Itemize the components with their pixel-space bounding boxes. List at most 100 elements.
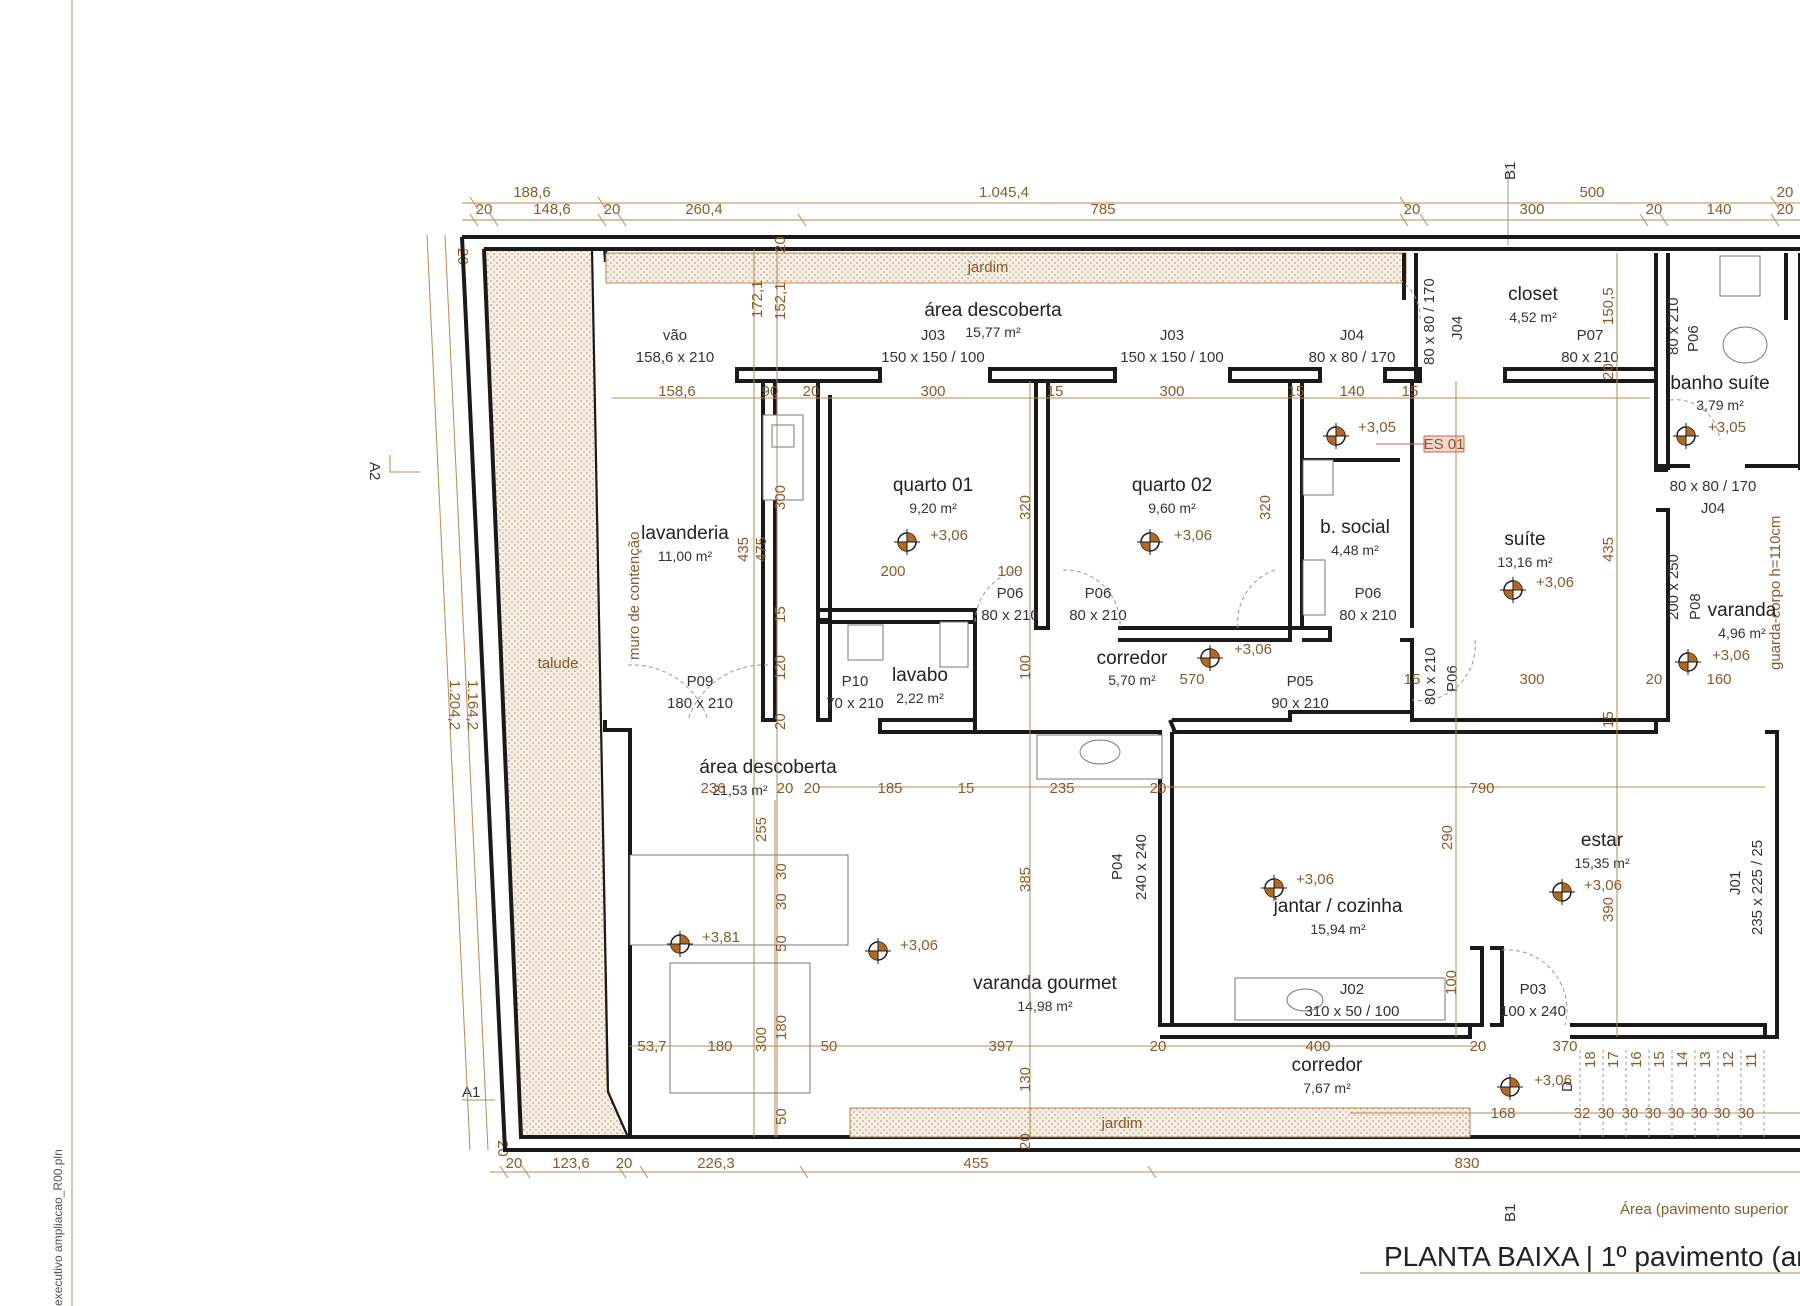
dim-inner-bo: 30 xyxy=(1668,1105,1685,1122)
dim-top2-9: 140 xyxy=(1706,201,1731,218)
dim-inner-n: 20 xyxy=(1600,363,1617,380)
dim-inner-o: 300 xyxy=(772,485,789,510)
dim-bottom-1: 20 xyxy=(506,1155,523,1172)
dim-inner-am: 20 xyxy=(1150,780,1167,797)
dim-inner-f: 300 xyxy=(1159,383,1184,400)
level-suite: +3,06 xyxy=(1536,574,1574,591)
room-banho-suite-area: 3,79 m² xyxy=(1696,397,1744,413)
muro-label: muro de contenção xyxy=(626,532,643,660)
room-area-descoberta-top: área descoberta xyxy=(924,300,1062,321)
dim-inner-k: 152,1 xyxy=(772,282,789,320)
gourmet-table xyxy=(669,962,811,1094)
level-jantar: +3,06 xyxy=(1296,871,1334,888)
dim-inner-ak: 15 xyxy=(958,780,975,797)
dim-left-3: 1.204,2 xyxy=(446,680,463,730)
level-banho: +3,05 xyxy=(1708,419,1746,436)
dim-inner-q: 475 xyxy=(753,537,770,562)
opening-j01-code: J01 xyxy=(1727,871,1744,895)
level-marker-suite xyxy=(1499,576,1527,604)
vao-size: 158,6 x 210 xyxy=(636,349,714,366)
island-sink xyxy=(1286,988,1324,1012)
opening-p05-code: P05 xyxy=(1287,673,1314,690)
dim-inner-bg: 400 xyxy=(1305,1038,1330,1055)
lavabo-toilet xyxy=(939,621,969,668)
stair-16: 16 xyxy=(1628,1051,1645,1068)
level-gourmet-a: +3,81 xyxy=(702,929,740,946)
room-corredor-bottom-area: 7,67 m² xyxy=(1303,1080,1351,1096)
dim-inner-y: 100 xyxy=(997,563,1022,580)
dim-inner-ab: 300 xyxy=(1519,671,1544,688)
dim-inner-ba: 20 xyxy=(1017,1133,1034,1150)
opening-p09-size: 180 x 210 xyxy=(667,695,733,712)
talude-label: talude xyxy=(538,655,579,672)
opening-p06-suite-code: P06 xyxy=(1444,665,1461,692)
opening-p07-code: P07 xyxy=(1577,327,1604,344)
dim-inner-al: 235 xyxy=(1049,780,1074,797)
dim-inner-t: 435 xyxy=(1600,537,1617,562)
stair-d-mark: D xyxy=(1559,1081,1576,1092)
dim-inner-z: 570 xyxy=(1179,671,1204,688)
room-corredor-top: corredor xyxy=(1097,648,1168,669)
file-name: executivo ampliacao_R00.pln xyxy=(51,1149,65,1306)
dim-inner-af: 15 xyxy=(1600,711,1617,728)
dim-inner-br: 30 xyxy=(1738,1105,1755,1122)
stair-11: 11 xyxy=(1743,1052,1760,1068)
dim-inner-u: 15 xyxy=(772,606,789,623)
room-estar-area: 15,35 m² xyxy=(1574,855,1630,871)
opening-j02-code: J02 xyxy=(1340,981,1364,998)
opening-p08-size: 200 x 250 xyxy=(1665,554,1682,620)
room-closet-area: 4,52 m² xyxy=(1509,309,1557,325)
dim-inner-s: 320 xyxy=(1257,495,1274,520)
stair-17: 17 xyxy=(1605,1051,1622,1068)
level-varanda: +3,06 xyxy=(1712,647,1750,664)
dim-inner-az: 50 xyxy=(773,1108,790,1125)
kitchen-island xyxy=(1234,977,1446,1021)
sink-banho xyxy=(1719,255,1761,297)
opening-j04-closet-code: J04 xyxy=(1449,316,1466,340)
opening-j03b-size: 150 x 150 / 100 xyxy=(1120,349,1223,366)
stair-14: 14 xyxy=(1674,1051,1691,1068)
dim-inner-ag: 236 xyxy=(700,780,725,797)
dim-inner-aw: 300 xyxy=(753,1027,770,1052)
dim-inner-av: 50 xyxy=(773,935,790,952)
level-marker-estar xyxy=(1548,878,1576,906)
room-quarto01: quarto 01 xyxy=(893,475,973,496)
section-mark-b1-top: B1 xyxy=(1502,162,1519,180)
dim-top-1: 188,6 xyxy=(513,184,551,201)
room-lavanderia: lavanderia xyxy=(641,523,729,544)
level-gourmet-b: +3,06 xyxy=(900,937,938,954)
room-quarto02: quarto 02 xyxy=(1132,475,1212,496)
dim-inner-l: 20 xyxy=(772,236,789,253)
room-corredor-bottom: corredor xyxy=(1292,1055,1363,1076)
opening-p06-banho-code: P06 xyxy=(1685,325,1702,352)
room-lavabo-area: 2,22 m² xyxy=(896,690,944,706)
opening-p06-q1-code: P06 xyxy=(997,585,1024,602)
dim-inner-ax: 180 xyxy=(773,1015,790,1040)
room-quarto01-area: 9,20 m² xyxy=(909,500,957,516)
opening-p10-code: P10 xyxy=(842,673,869,690)
dim-inner-e: 15 xyxy=(1047,383,1064,400)
dim-inner-aj: 185 xyxy=(877,780,902,797)
room-suite-area: 13,16 m² xyxy=(1497,554,1553,570)
dim-inner-w: 20 xyxy=(772,713,789,730)
dim-inner-j: 172,1 xyxy=(749,280,766,318)
jardim-top-label: jardim xyxy=(967,259,1009,276)
room-varanda: varanda xyxy=(1708,600,1777,621)
dim-inner-bf: 20 xyxy=(1150,1038,1167,1055)
room-quarto02-area: 9,60 m² xyxy=(1148,500,1196,516)
room-b-social: b. social xyxy=(1320,517,1390,538)
opening-p06-q2-code: P06 xyxy=(1085,585,1112,602)
dim-inner-ah: 20 xyxy=(777,780,794,797)
dim-inner-bq: 30 xyxy=(1714,1105,1731,1122)
dim-top2-1: 20 xyxy=(476,201,493,218)
level-bs: +3,05 xyxy=(1358,419,1396,436)
dim-inner-d: 300 xyxy=(920,383,945,400)
level-marker-varanda xyxy=(1674,648,1702,676)
dim-top2-3: 20 xyxy=(604,201,621,218)
dim-bottom-2: 123,6 xyxy=(552,1155,590,1172)
dim-top2-2: 148,6 xyxy=(533,201,571,218)
level-marker-banho xyxy=(1672,422,1700,450)
dim-top-3: 500 xyxy=(1579,184,1604,201)
opening-j03b-code: J03 xyxy=(1160,327,1184,344)
